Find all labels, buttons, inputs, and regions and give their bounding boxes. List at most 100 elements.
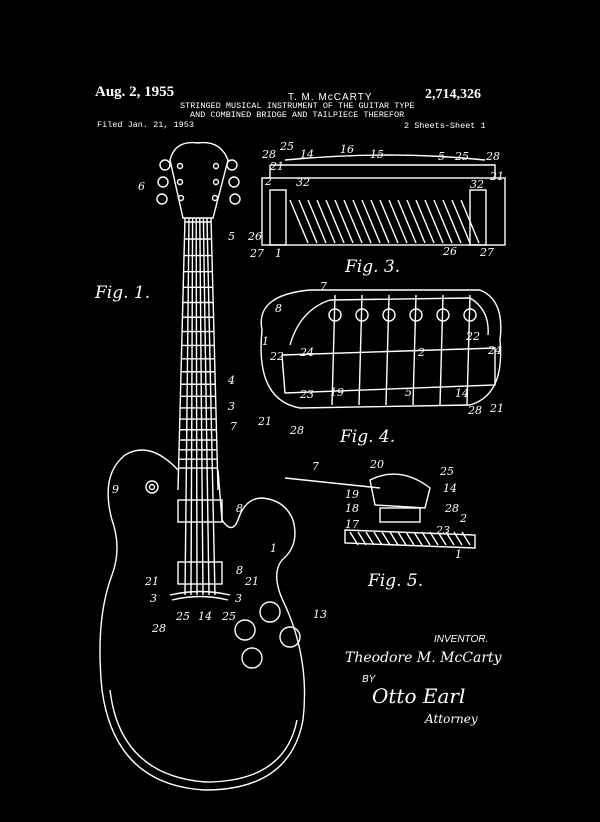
reference-numeral: 7	[312, 460, 319, 473]
reference-numeral: 21	[269, 160, 284, 173]
reference-numeral: 20	[369, 458, 384, 471]
reference-numeral: 32	[296, 176, 310, 189]
reference-numeral: 19	[330, 386, 344, 399]
reference-numeral: 6	[138, 180, 145, 193]
reference-numeral: 32	[470, 178, 484, 191]
reference-numeral: 16	[340, 143, 354, 156]
string	[184, 217, 190, 596]
figure-3-drawing	[261, 154, 506, 246]
headstock	[169, 141, 229, 219]
reference-numeral: 25	[175, 610, 190, 623]
reference-numeral: 28	[151, 622, 166, 635]
reference-numeral: 24	[487, 344, 502, 357]
string	[190, 217, 194, 596]
reference-numeral: 27	[249, 247, 264, 260]
knob	[279, 626, 301, 648]
fig-5-label: Fig. 5.	[367, 571, 423, 591]
reference-numeral: 28	[444, 502, 459, 515]
attorney-label: Attorney	[425, 712, 478, 726]
title-line-1: STRINGED MUSICAL INSTRUMENT OF THE GUITA…	[180, 101, 415, 111]
reference-numeral: 8	[236, 502, 243, 515]
patent-number: 2,714,326	[425, 87, 481, 102]
reference-numeral: 24	[299, 346, 314, 359]
sheet-count: 2 Sheets-Sheet 1	[404, 121, 486, 131]
body-binding	[109, 689, 298, 783]
inventor-signature: Theodore M. McCarty	[345, 650, 502, 666]
neck-pickup	[177, 499, 223, 523]
knob	[259, 601, 281, 623]
reference-numeral: 3	[228, 400, 235, 413]
reference-numeral: 21	[489, 402, 504, 415]
guitar-figure-1	[99, 141, 306, 791]
reference-numeral: 28	[289, 424, 304, 437]
reference-numeral: 25	[279, 140, 294, 153]
fig-1-label: Fig. 1.	[94, 283, 150, 303]
reference-numeral: 2	[417, 346, 425, 359]
reference-numeral: 5	[228, 230, 235, 243]
by-label: BY	[362, 674, 376, 685]
reference-numeral: 8	[275, 302, 282, 315]
reference-numeral: 27	[479, 246, 494, 259]
reference-numeral: 19	[345, 488, 359, 501]
reference-numeral: 13	[313, 608, 327, 621]
reference-numeral: 23	[299, 388, 314, 401]
figure-5-drawing	[284, 473, 476, 549]
reference-numeral: 21	[244, 575, 259, 588]
knob	[241, 647, 263, 669]
reference-numeral: 14	[198, 610, 212, 623]
reference-numeral: 17	[345, 518, 359, 531]
reference-numeral: 1	[275, 247, 282, 260]
reference-numeral: 25	[439, 465, 454, 478]
knob	[234, 619, 256, 641]
string	[206, 217, 216, 596]
reference-numeral: 7	[230, 420, 237, 433]
fig-3-label: Fig. 3.	[344, 257, 400, 277]
strings	[184, 217, 216, 596]
reference-numeral: 4	[227, 374, 235, 387]
guitar-body	[99, 449, 306, 791]
reference-numeral: 18	[345, 502, 359, 515]
reference-numeral: 23	[435, 524, 450, 537]
reference-numeral: 21	[144, 575, 159, 588]
filed-date: Filed Jan. 21, 1953	[97, 120, 194, 130]
tuners	[156, 159, 241, 205]
reference-numeral: 26	[247, 230, 262, 243]
reference-numeral: 14	[300, 148, 314, 161]
reference-numeral: 28	[485, 150, 500, 163]
string	[202, 217, 210, 596]
reference-numeral: 2	[264, 175, 272, 188]
reference-numeral: 14	[443, 482, 457, 495]
attorney-signature: Otto Earl	[372, 684, 466, 708]
reference-numeral: 1	[262, 335, 269, 348]
reference-numeral: 8	[236, 564, 243, 577]
reference-numeral: 28	[261, 148, 276, 161]
reference-numeral: 28	[467, 404, 482, 417]
figure-4-drawing	[260, 289, 502, 409]
reference-numeral: 26	[442, 245, 457, 258]
reference-numeral: 9	[112, 483, 119, 496]
neck	[177, 217, 219, 491]
string	[199, 217, 204, 596]
inventor-name: T. M. McCARTY	[288, 92, 373, 103]
reference-numeral: 21	[489, 170, 504, 183]
reference-numeral: 25	[454, 150, 469, 163]
string	[195, 217, 198, 596]
reference-numeral: 5	[405, 386, 412, 399]
reference-numeral: 1	[270, 542, 277, 555]
patent-date: Aug. 2, 1955	[95, 84, 175, 100]
bridge-pickup	[177, 561, 223, 585]
reference-numeral: 7	[320, 280, 327, 293]
reference-numeral: 22	[269, 350, 284, 363]
reference-numeral: 5	[438, 150, 445, 163]
fig-4-label: Fig. 4.	[339, 427, 395, 447]
reference-numeral: 1	[455, 548, 462, 561]
reference-numeral: 3	[150, 592, 157, 605]
reference-numeral: 14	[455, 387, 469, 400]
reference-numeral: 2	[459, 512, 467, 525]
reference-numeral: 25	[221, 610, 236, 623]
reference-numeral: 22	[465, 330, 480, 343]
inventor-label: INVENTOR.	[434, 634, 489, 645]
toggle-switch	[145, 480, 159, 494]
